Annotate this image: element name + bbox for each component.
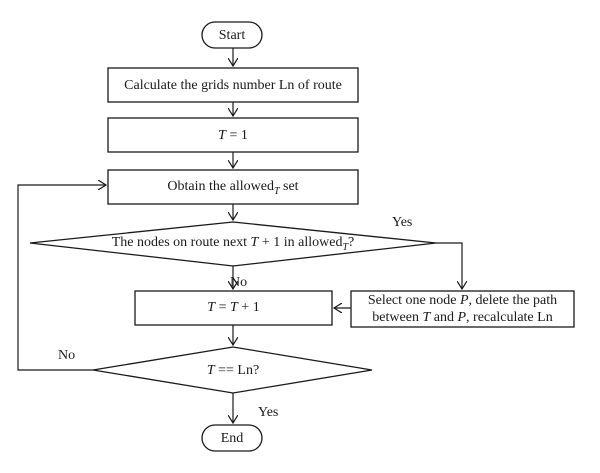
start-label: Start	[218, 28, 246, 43]
obtain-text: Obtain the allowed	[167, 179, 274, 194]
init-t-box	[107, 117, 359, 153]
end-label: End	[220, 431, 244, 446]
select-line2-mid: and	[430, 310, 458, 325]
select-node-label: Select one node P, delete the path betwe…	[351, 292, 574, 326]
calc-grids-label: Calculate the grids number Ln of route	[124, 78, 342, 93]
obtain-allowed-label: Obtain the allowedT set	[108, 178, 358, 200]
increment-var1: T	[207, 300, 216, 315]
start-terminal	[201, 21, 263, 49]
obtain-tail: set	[279, 179, 299, 194]
select-line2-pre: between	[372, 310, 423, 325]
arrow-done-no-loop	[17, 185, 106, 371]
edge-label-yes-bottom: Yes	[258, 405, 279, 420]
increment-tail: + 1	[237, 300, 260, 315]
select-node-box	[350, 290, 575, 328]
increment-eq: =	[215, 300, 230, 315]
increment-label: T = T + 1	[135, 299, 332, 316]
decision-nodes-pre: The nodes on route next	[111, 235, 251, 250]
select-line1-pre: Select one node	[367, 293, 460, 308]
select-node-line2: between T and P, recalculate Ln	[351, 309, 574, 326]
decision-nodes-mid: + 1 in allowed	[258, 235, 343, 250]
edge-label-no-left: No	[58, 348, 76, 363]
edge-label-no-mid: No	[230, 275, 248, 290]
select-line1-post: , delete the path	[468, 293, 558, 308]
decision-done-tail: == Ln?	[214, 363, 260, 378]
select-line2-post: , recalculate Ln	[466, 310, 553, 325]
decision-nodes-label: The nodes on route next T + 1 in allowed…	[60, 234, 406, 256]
end-terminal	[201, 424, 263, 452]
init-t-rest: = 1	[225, 128, 248, 143]
select-line2-var2: P	[457, 310, 467, 325]
edge-label-yes-top: Yes	[392, 215, 413, 230]
init-t-var: T	[218, 128, 226, 143]
arrow-decision-yes-to-select	[436, 242, 462, 289]
decision-done-var: T	[206, 363, 215, 378]
decision-nodes-tail: ?	[348, 235, 355, 250]
increment-var2: T	[230, 300, 238, 315]
select-node-line1: Select one node P, delete the path	[351, 292, 574, 309]
decision-nodes-subscript: T	[342, 241, 349, 253]
select-line1-var: P	[459, 293, 469, 308]
select-line2-var1: T	[422, 310, 431, 325]
increment-box	[134, 290, 333, 326]
decision-nodes-var: T	[250, 235, 259, 250]
obtain-subscript: T	[273, 185, 280, 197]
obtain-allowed-box	[107, 169, 359, 205]
decision-done-label: T == Ln?	[143, 362, 323, 379]
init-t-label: T = 1	[108, 127, 358, 144]
calc-grids-box	[107, 67, 359, 103]
